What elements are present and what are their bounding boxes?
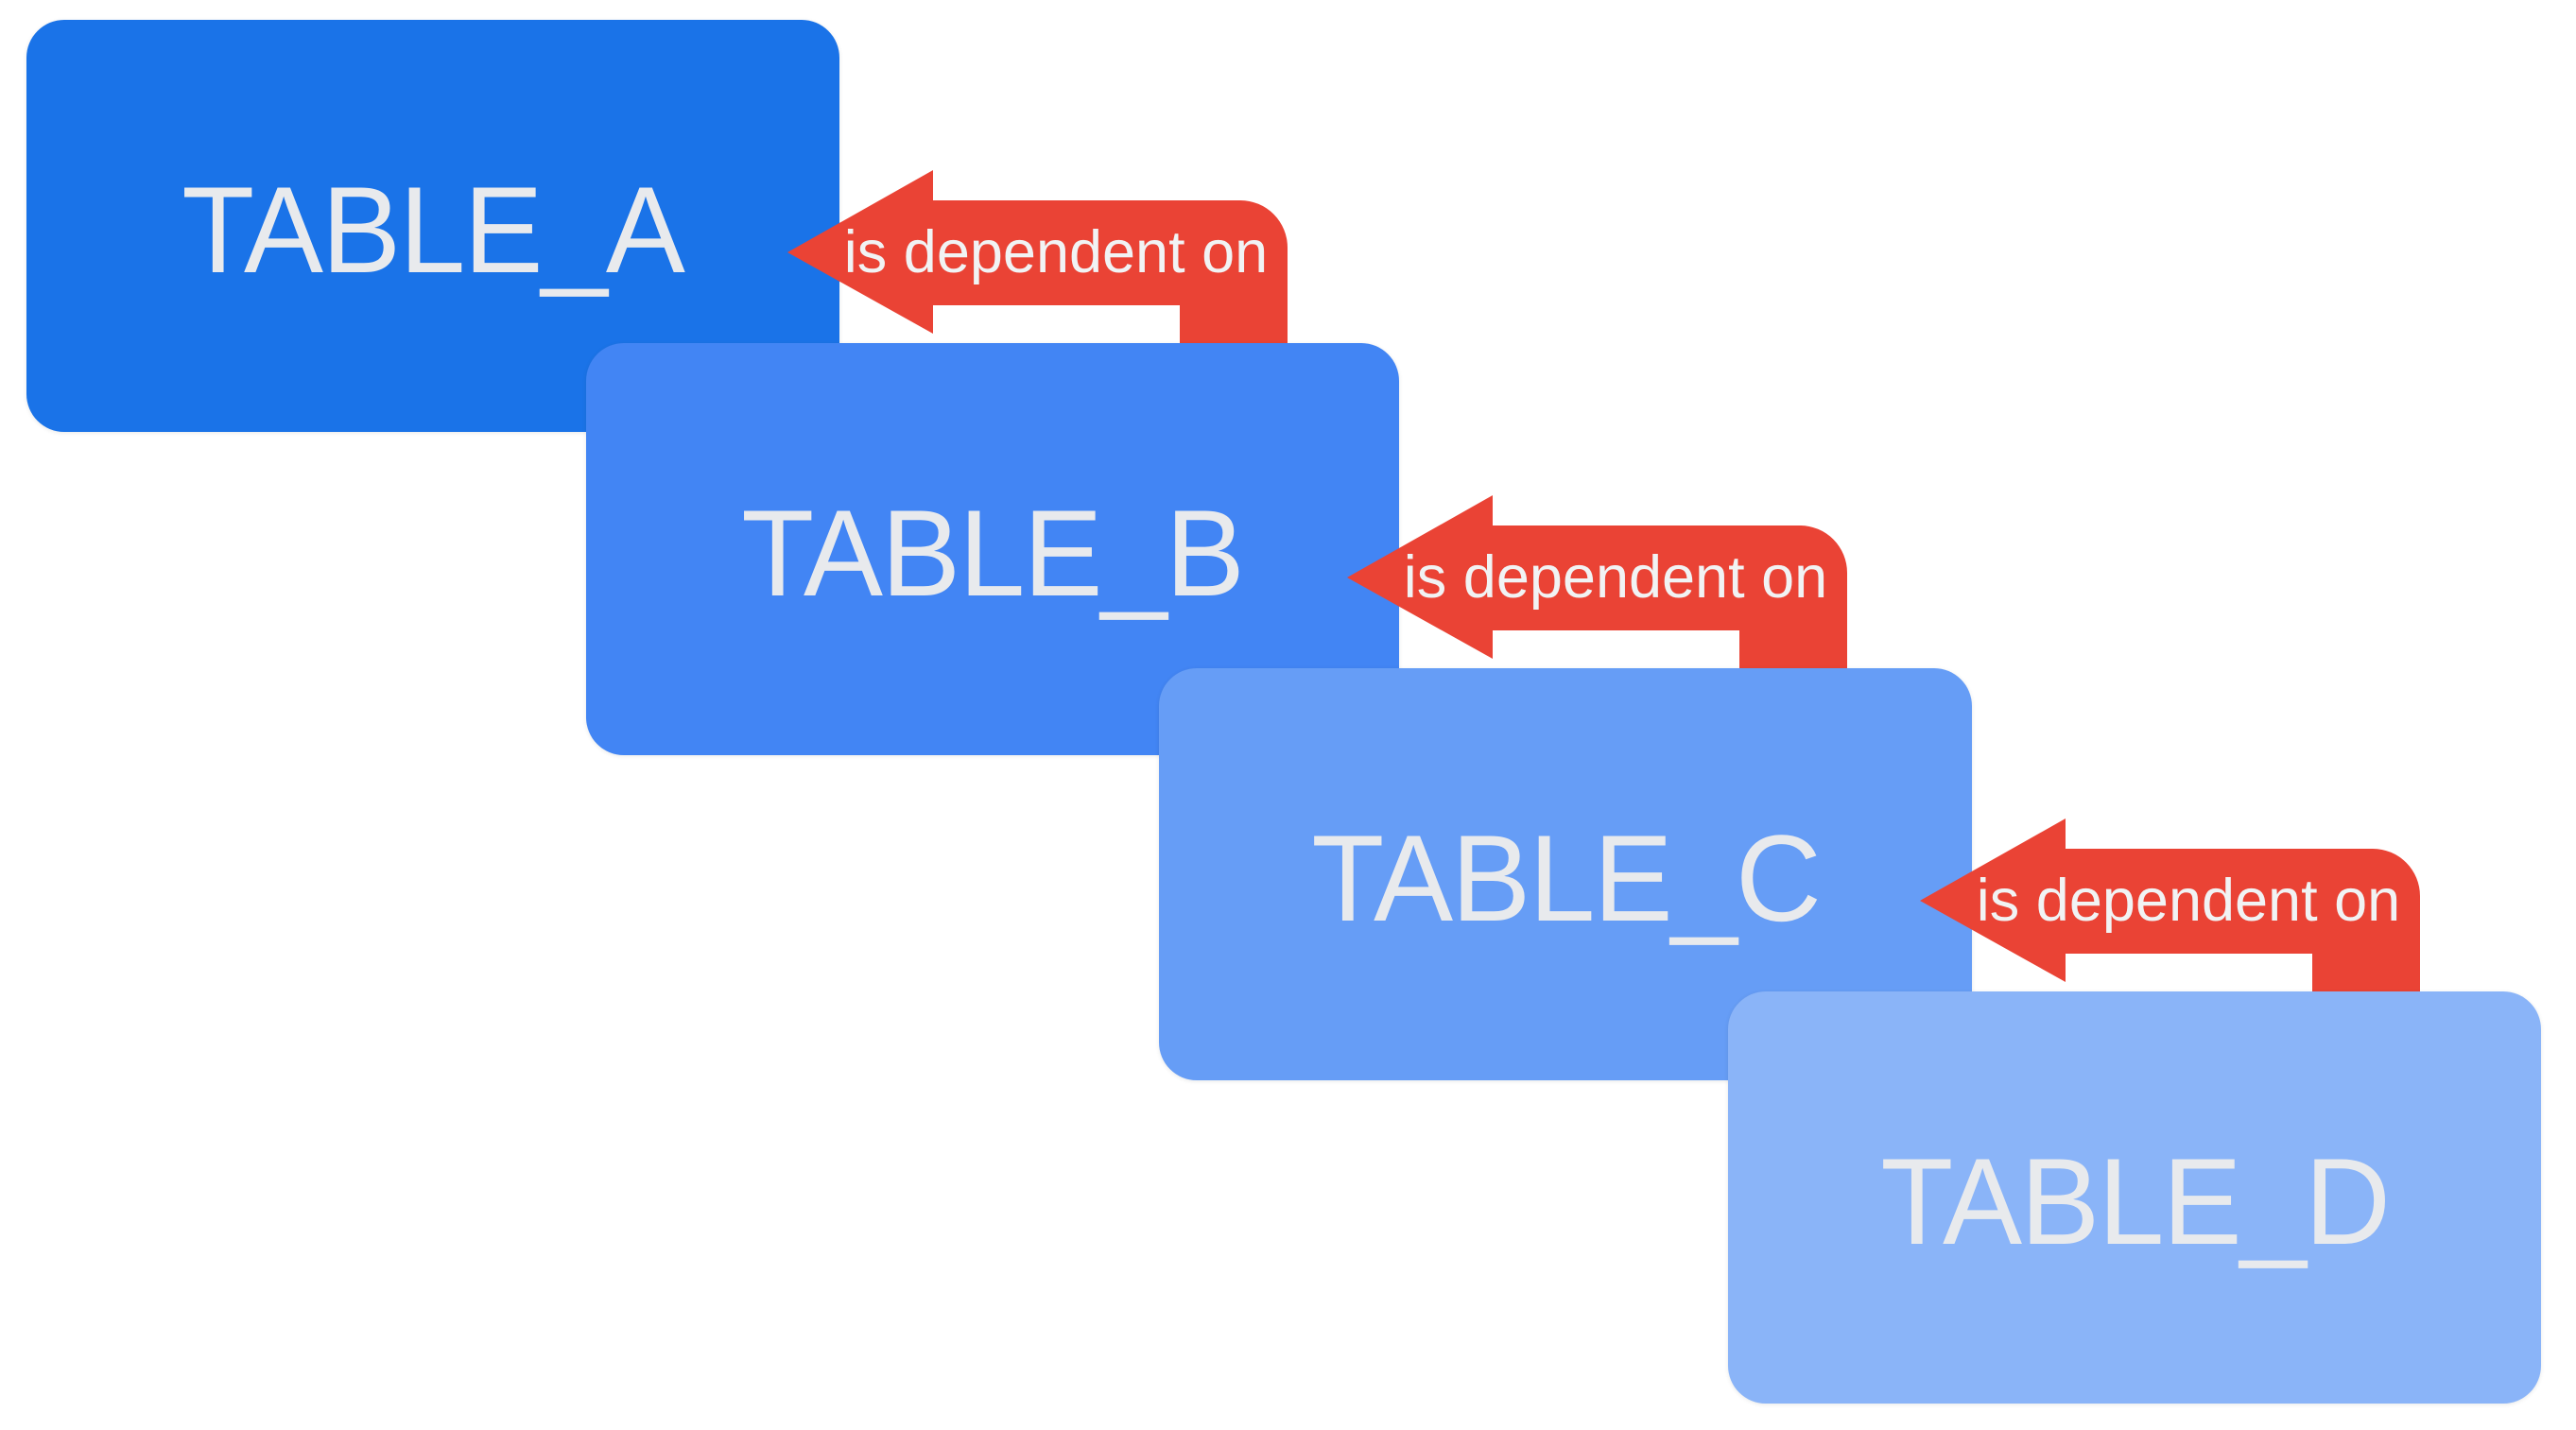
table-node-d-label: TABLE_D bbox=[1880, 1132, 2391, 1270]
dependency-arrow-label: is dependent on bbox=[1403, 544, 1828, 611]
arrow-shape bbox=[787, 170, 1288, 388]
table-node-a-label: TABLE_A bbox=[182, 161, 686, 299]
table-node-b-label: TABLE_B bbox=[741, 484, 1246, 622]
dependency-arrow-d-to-c: is dependent on bbox=[1920, 818, 2421, 1036]
left-elbow-arrow-icon bbox=[1347, 495, 1847, 713]
table-node-a: TABLE_A bbox=[26, 20, 839, 432]
dependency-arrow-label: is dependent on bbox=[843, 219, 1269, 285]
dependency-arrow-label: is dependent on bbox=[1976, 868, 2401, 934]
left-elbow-arrow-icon bbox=[787, 170, 1288, 388]
dependency-arrow-b-to-a: is dependent on bbox=[787, 170, 1288, 388]
left-elbow-arrow-icon bbox=[1920, 818, 2420, 1036]
dependency-arrow-c-to-b: is dependent on bbox=[1347, 495, 1848, 713]
table-node-c-label: TABLE_C bbox=[1311, 809, 1822, 947]
arrow-shape bbox=[1920, 818, 2420, 1036]
table-node-d: TABLE_D bbox=[1728, 991, 2541, 1404]
arrow-shape bbox=[1347, 495, 1847, 713]
